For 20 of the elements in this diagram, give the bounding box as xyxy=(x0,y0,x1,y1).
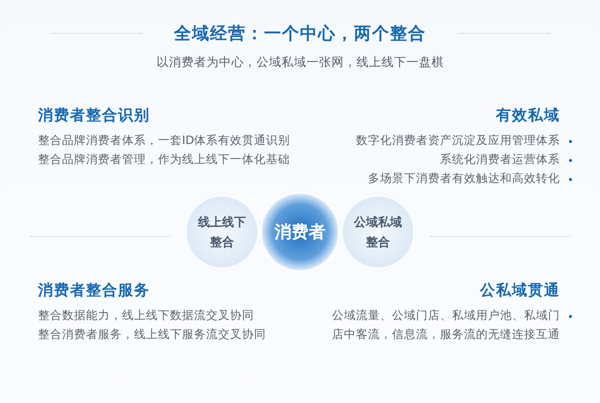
description-text: 整合数据能力，线上线下数据流交叉协同 xyxy=(38,307,254,324)
description-text: 整合品牌消费者体系，一套ID体系有效贯通识别 xyxy=(38,132,290,149)
petal-circle xyxy=(342,196,414,268)
description-text: 多场景下消费者有效触达和高效转化 xyxy=(368,170,560,187)
title: 全域经营：一个中心，两个整合 xyxy=(172,23,427,45)
node-label: 公域私域整合 xyxy=(354,214,402,251)
description-text: 整合品牌消费者管理，作为线上线下一体化基础 xyxy=(38,151,290,168)
petal-circle xyxy=(186,196,258,268)
description-text: 系统化消费者运营体系 xyxy=(440,151,560,168)
node-label: 线上线下整合 xyxy=(198,214,246,251)
section-heading: 消费者整合服务 xyxy=(38,281,150,300)
center-circle xyxy=(260,192,340,272)
section-heading: 有效私域 xyxy=(496,106,560,125)
description-text: 公域流量、公域门店、私域用户池、私域门店中客流，信息流，服务流的无缝连接互通 xyxy=(331,307,560,343)
description-text: 整合消费者服务，线上线下服务流交叉协同 xyxy=(38,326,266,343)
section-heading: 公私域贯通 xyxy=(480,281,560,300)
section-heading: 消费者整合识别 xyxy=(38,106,150,125)
description-text: 数字化消费者资产沉淀及应用管理体系 xyxy=(356,132,560,149)
center-label: 消费者 xyxy=(274,222,326,244)
subtitle: 以消费者为中心，公域私域一张网，线上线下一盘棋 xyxy=(155,54,445,71)
